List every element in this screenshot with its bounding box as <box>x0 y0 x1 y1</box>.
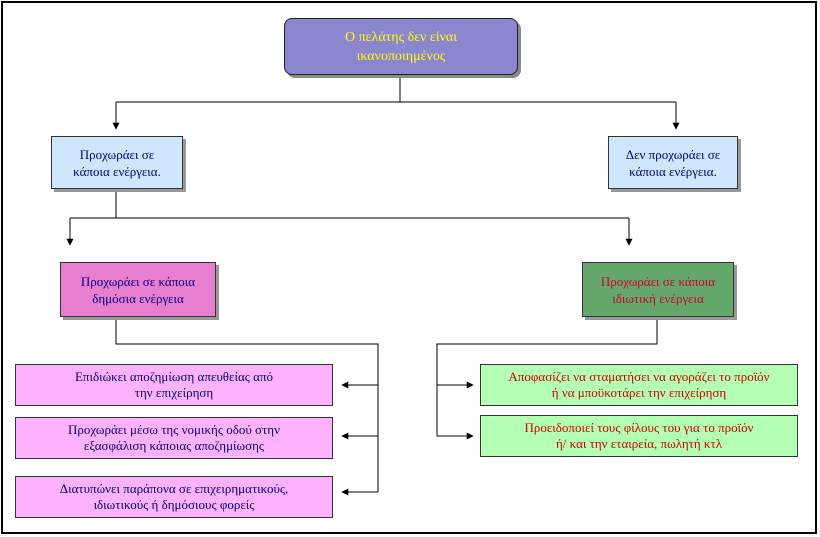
public-action-node-line1: Προχωράει σε κάποια <box>80 273 196 289</box>
public-action-item-1: Επιδιώκει αποζημίωση απευθείας από την ε… <box>15 364 333 406</box>
private-action-item-2: Προειδοποιεί τους φίλους του για το προϊ… <box>480 415 798 457</box>
private-action-item-1-line2: ή να μποϋκοτάρει την επιχείρηση <box>551 385 727 400</box>
acts-node: Προχωράει σε κάποια ενέργεια. <box>51 136 183 189</box>
root-node-line1: Ο πελάτης δεν είναι <box>344 29 458 45</box>
no-act-node-line2: κάποια ενέργεια. <box>629 163 717 179</box>
public-action-node: Προχωράει σε κάποια δημόσια ενέργεια <box>60 262 216 317</box>
public-action-item-3: Διατυπώνει παράπονα σε επιχειρηματικούς,… <box>15 476 333 518</box>
public-action-item-2: Προχωράει μέσω της νομικής οδού στην εξα… <box>15 417 333 459</box>
no-act-node-line1: Δεν προχωράει σε <box>625 146 721 162</box>
public-stem-line <box>115 317 379 492</box>
private-action-node: Προχωράει σε κάποια ιδιωτική ενέργεια <box>582 262 734 317</box>
public-action-item-1-line2: την επιχείρηση <box>134 385 214 400</box>
public-action-item-3-line1: Διατυπώνει παράπονα σε επιχειρηματικούς, <box>59 481 289 496</box>
private-stem-line <box>436 317 658 436</box>
public-action-item-2-line1: Προχωράει μέσω της νομικής οδού στην <box>68 422 280 437</box>
public-action-node-line2: δημόσια ενέργεια <box>92 290 184 306</box>
private-action-item-1: Αποφασίζει να σταματήσει να αγοράζει το … <box>480 364 798 406</box>
root-node-line2: ικανοποιημένος <box>356 48 446 64</box>
public-action-item-2-line2: εξασφάλιση κάποιας αποζημίωσης <box>83 438 265 453</box>
private-action-node-line1: Προχωράει σε κάποια <box>600 273 716 289</box>
private-action-item-2-line1: Προειδοποιεί τους φίλους του για το προϊ… <box>524 420 754 435</box>
acts-node-line1: Προχωράει σε <box>79 146 155 162</box>
public-action-item-1-line1: Επιδιώκει αποζημίωση απευθείας από <box>74 369 274 384</box>
no-act-node: Δεν προχωράει σε κάποια ενέργεια. <box>608 136 738 189</box>
private-action-item-2-line2: ή/ και την εταιρεία, πωλητή κτλ <box>555 436 722 451</box>
private-action-node-line2: ιδιωτική ενέργεια <box>612 290 704 306</box>
root-node: Ο πελάτης δεν είναι ικανοποιημένος <box>284 18 518 75</box>
private-action-item-1-line1: Αποφασίζει να σταματήσει να αγοράζει το … <box>508 369 770 384</box>
public-action-item-3-line2: ιδιωτικούς ή δημόσιους φορείς <box>93 497 255 512</box>
acts-node-line2: κάποια ενέργεια. <box>73 163 161 179</box>
